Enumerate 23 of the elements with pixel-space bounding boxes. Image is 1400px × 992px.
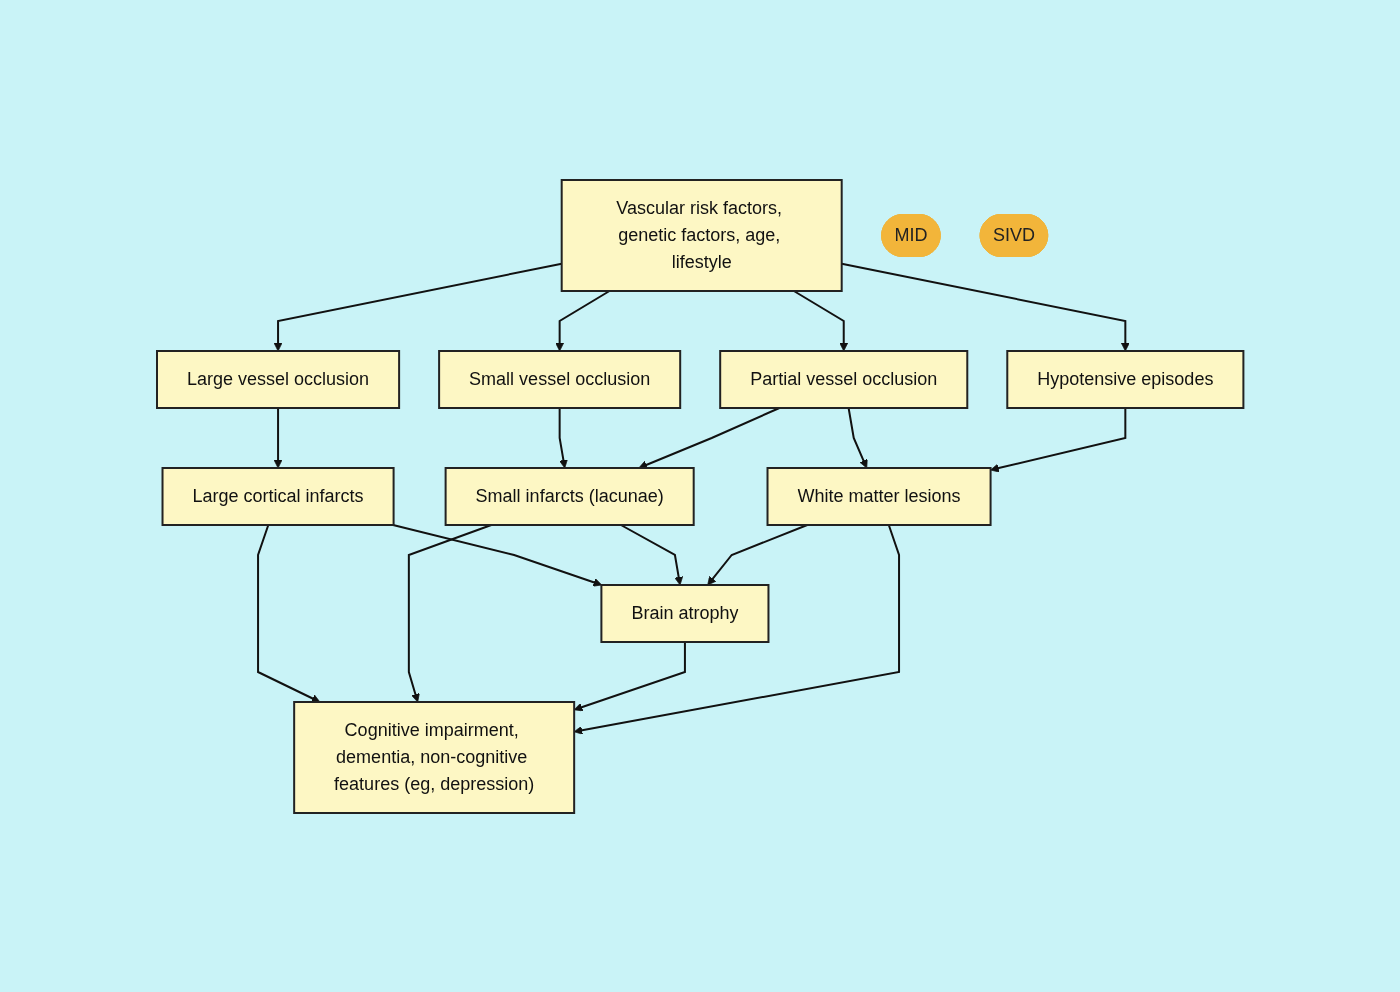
node-box: Small vessel occlusion: [437, 349, 681, 409]
arrow: [573, 640, 686, 711]
arrow: [573, 523, 900, 735]
arrow: [407, 523, 493, 702]
node-box: Brain atrophy: [600, 583, 770, 643]
node-box: White matter lesions: [766, 466, 992, 526]
arrow: [792, 289, 848, 351]
arrow: [847, 406, 868, 468]
node-box: Small infarcts (lacunae): [444, 466, 695, 526]
arrow: [558, 406, 568, 468]
node-box: Large vessel occlusion: [155, 349, 400, 409]
node-box: Large cortical infarcts: [161, 466, 395, 526]
arrow: [638, 406, 781, 469]
node-box: Partial vessel occlusion: [719, 349, 969, 409]
node-box: Vascular risk factors, genetic factors, age, lifestyle: [560, 178, 843, 292]
arrow: [256, 523, 321, 702]
node-box: Cognitive impairment, dementia, non-cognitive features (eg, depression): [292, 700, 575, 814]
arrow: [619, 523, 683, 585]
arrow: [273, 406, 283, 468]
arrow: [707, 523, 809, 585]
arrow: [555, 289, 611, 351]
node-box: Hypotensive episodes: [1006, 349, 1245, 409]
arrow: [989, 406, 1127, 472]
